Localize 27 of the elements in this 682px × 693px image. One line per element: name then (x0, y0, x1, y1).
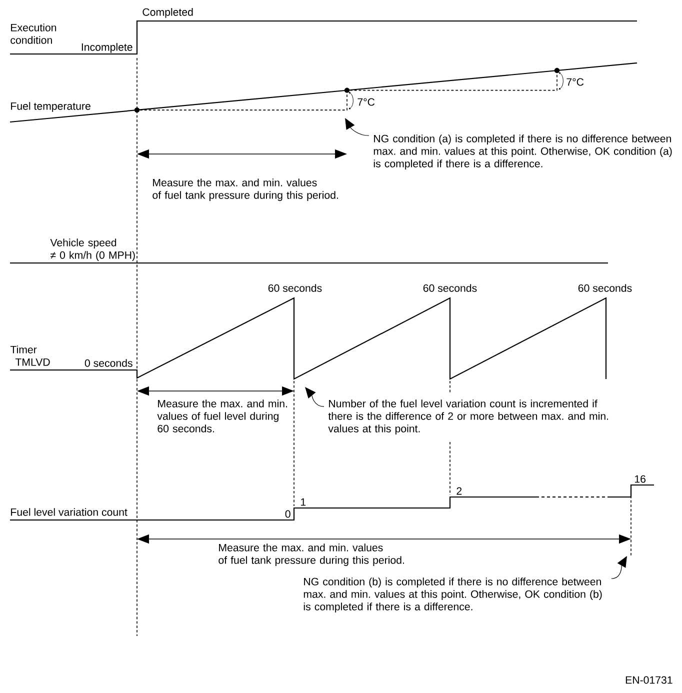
count-value: 16 (635, 475, 646, 483)
signal-name: Execution condition (10, 24, 56, 44)
figure-number: EN-01731 (626, 676, 672, 684)
value-label: 60 seconds (578, 284, 632, 292)
note-text: NG condition (a) is completed if there is no difference between max. and min. values at this point. Otherwise, OK condition (a) is completed if there is a difference. (374, 134, 672, 170)
value-label: 7°C (566, 78, 584, 86)
note-text: NG condition (b) is completed if there is no difference between max. and min. values at this point. Otherwise, OK condition (b) is completed if there is a difference. (304, 578, 602, 612)
state-label: Completed (142, 8, 193, 18)
value-label: 7°C (358, 98, 375, 106)
count-value: 0 (285, 510, 290, 518)
signal-name: Vehicle speed ≠ 0 km/h (0 MPH) (50, 238, 135, 261)
dimension-label: Measure the max. and min. values of fuel level during 60 seconds. (157, 400, 287, 432)
leader-arrow (611, 556, 627, 579)
signal-name: Timer TMLVD (10, 346, 50, 366)
dimension-label: Measure the max. and min. values of fuel tank pressure during this period. (218, 544, 404, 566)
count-value: 2 (456, 487, 462, 495)
value-label: 60 seconds (268, 284, 322, 292)
count-value: 1 (301, 498, 306, 506)
note-text: Number of the fuel level variation count is incremented if there is the difference of 2 or more between max. and min. values at this point. (328, 400, 608, 434)
leader-arrow (305, 387, 324, 407)
signal-name: Fuel temperature (11, 102, 90, 112)
state-label: Incomplete (82, 43, 132, 53)
leader-arrow (345, 118, 370, 136)
value-label: 60 seconds (423, 284, 477, 292)
value-label: 0 seconds (84, 359, 132, 367)
dimension-label: Measure the max. and min. values of fuel tank pressure during this period. (152, 178, 338, 201)
signal-name: Fuel level variation count (11, 508, 128, 516)
